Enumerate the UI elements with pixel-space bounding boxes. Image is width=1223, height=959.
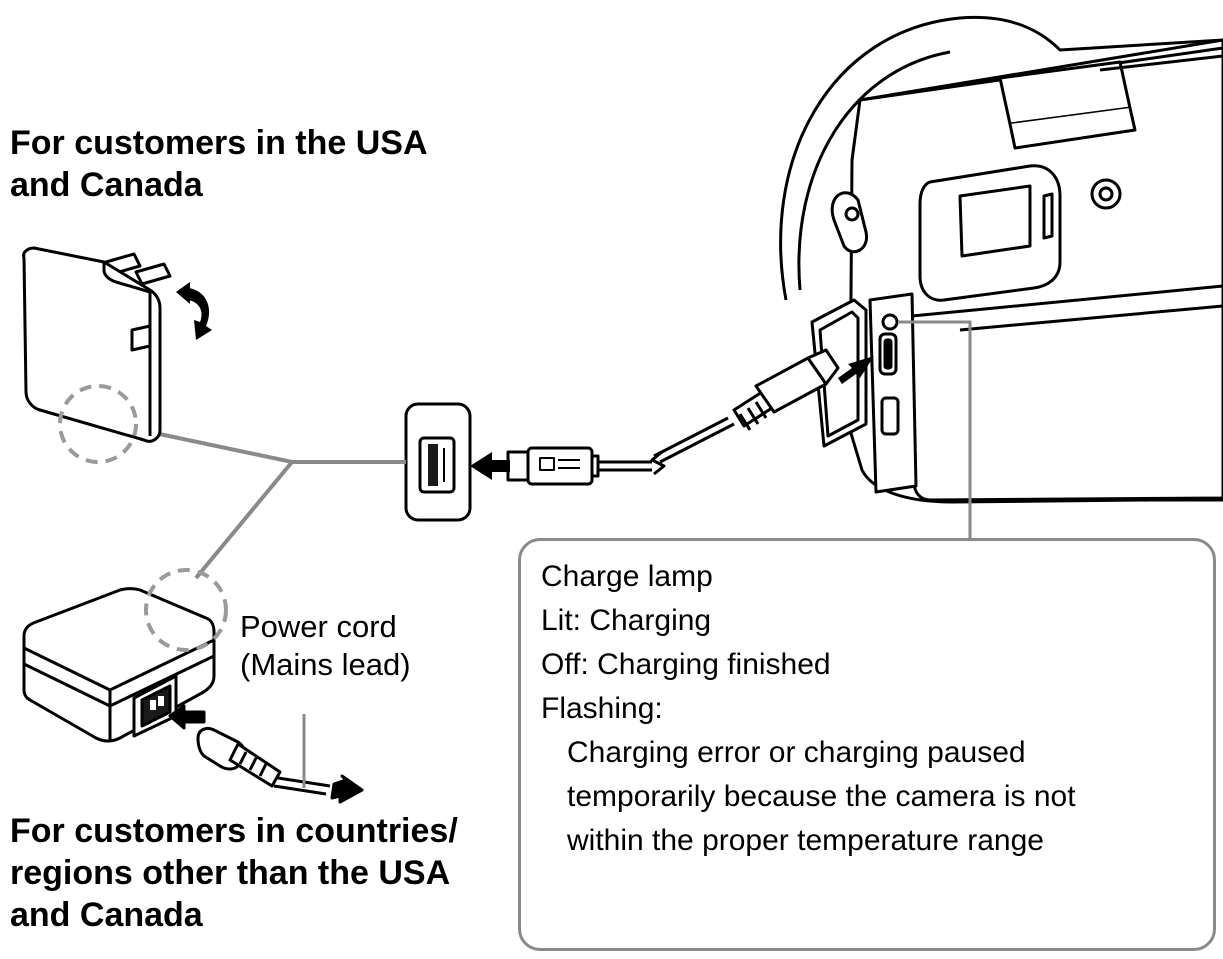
charge-lamp-leader bbox=[898, 320, 972, 540]
adapter-other bbox=[22, 587, 216, 743]
connector-lines bbox=[149, 430, 406, 580]
usb-cable bbox=[506, 348, 840, 486]
charge-lamp-flashing: Flashing: bbox=[541, 692, 663, 725]
heading-usa-canada: For customers in the USA and Canada bbox=[10, 122, 428, 206]
camera-illustration bbox=[779, 15, 1223, 504]
charge-lamp-callout: Charge lamp Lit: Charging Off: Charging … bbox=[518, 538, 1216, 951]
port-highlight-other bbox=[144, 568, 228, 652]
heading-other-regions: For customers in countries/ regions othe… bbox=[10, 810, 458, 936]
power-cord-label: Power cord (Mains lead) bbox=[240, 608, 411, 684]
charge-lamp-flashing-detail-1: Charging error or charging paused bbox=[567, 736, 1026, 769]
power-cord-label-line2: (Mains lead) bbox=[240, 647, 411, 682]
power-cord-label-line1: Power cord bbox=[240, 609, 397, 644]
insert-arrow-usb bbox=[470, 452, 510, 480]
charge-lamp-off: Off: Charging finished bbox=[541, 648, 831, 681]
heading-usa-line1: For customers in the USA bbox=[10, 124, 428, 162]
charge-lamp-title: Charge lamp bbox=[541, 560, 713, 593]
charge-lamp-flashing-detail-3: within the proper temperature range bbox=[567, 824, 1044, 857]
heading-other-line3: and Canada bbox=[10, 896, 203, 934]
heading-usa-line2: and Canada bbox=[10, 166, 203, 204]
usb-port bbox=[404, 402, 472, 522]
fold-prong-arrow bbox=[176, 282, 212, 340]
adapter-usa bbox=[22, 246, 172, 443]
charge-lamp-lit: Lit: Charging bbox=[541, 604, 712, 637]
power-cord-plug bbox=[168, 704, 364, 804]
charge-lamp-flashing-detail-2: temporarily because the camera is not bbox=[567, 780, 1076, 813]
heading-other-line2: regions other than the USA bbox=[10, 854, 451, 892]
port-highlight-usa bbox=[58, 384, 138, 464]
insert-arrow-camera bbox=[838, 356, 874, 384]
heading-other-line1: For customers in countries/ bbox=[10, 812, 458, 850]
